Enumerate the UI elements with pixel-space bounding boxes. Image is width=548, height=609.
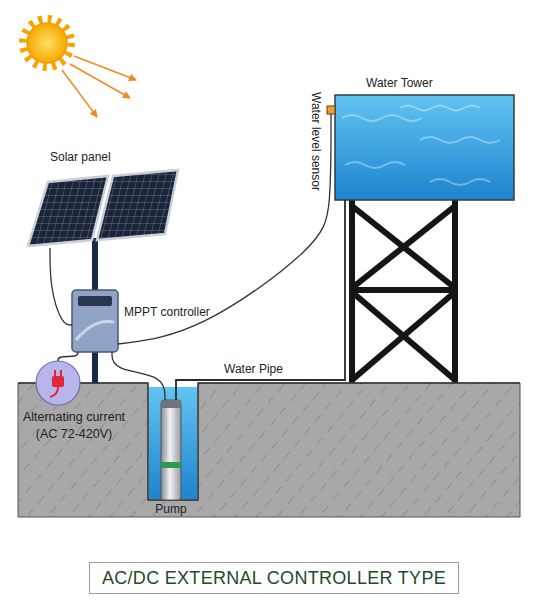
ground — [18, 383, 520, 517]
controller-label: MPPT controller — [124, 305, 210, 319]
tower-label: Water Tower — [366, 76, 433, 90]
solar-panel: Solar panel — [26, 170, 180, 248]
ac-socket-illustration — [36, 361, 80, 405]
caption-box: AC/DC EXTERNAL CONTROLLER TYPE — [89, 562, 459, 594]
solar-array — [28, 170, 178, 383]
controller-illustration — [72, 290, 118, 352]
panel-label: Solar panel — [50, 150, 111, 164]
pump-label: Pump — [150, 502, 192, 516]
cable — [118, 114, 331, 344]
cable — [50, 248, 72, 325]
level-sensor: Water level sensor — [327, 106, 335, 114]
water-pipe — [176, 200, 345, 400]
sensor-label: Water level sensor — [309, 92, 323, 191]
mppt-controller: MPPT controller — [72, 290, 118, 352]
ac-label: Alternating current (AC 72-420V) — [14, 409, 134, 443]
pump: Pump — [160, 400, 182, 500]
tower-structure — [352, 200, 455, 383]
pump-illustration — [161, 400, 181, 500]
cable — [58, 352, 78, 361]
sun — [23, 19, 136, 117]
water-tower: Water Tower — [335, 95, 514, 200]
water-tank — [327, 95, 514, 200]
cable — [112, 352, 165, 400]
pipe-label: Water Pipe — [222, 362, 285, 376]
ac-source: Alternating current (AC 72-420V) — [36, 361, 80, 405]
